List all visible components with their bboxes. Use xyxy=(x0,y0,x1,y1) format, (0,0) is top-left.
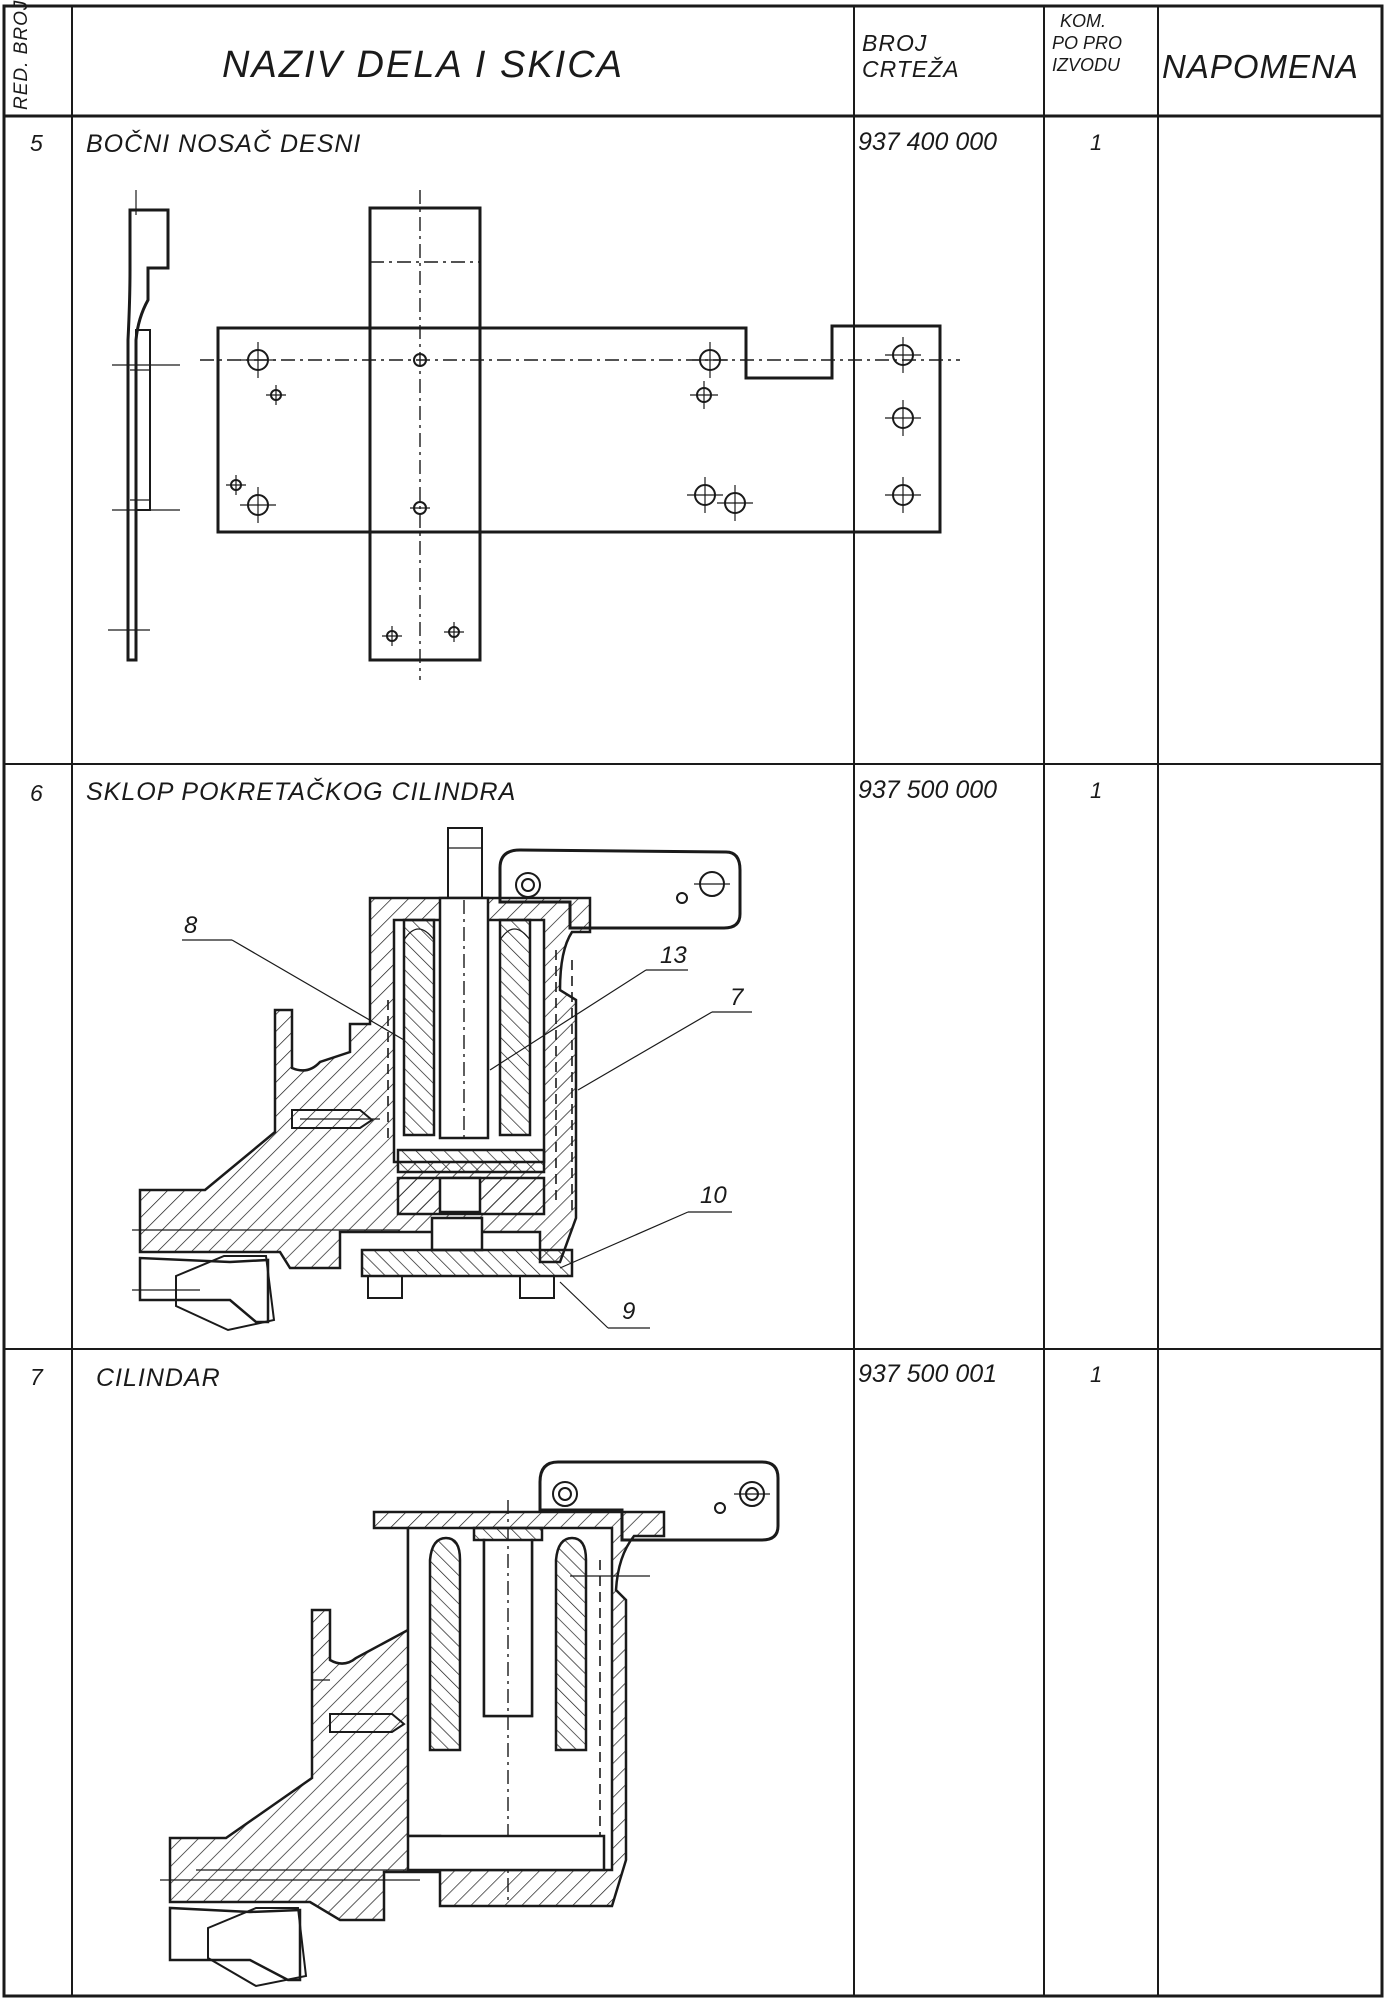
row-5-name: BOČNI NOSAČ DESNI xyxy=(86,130,362,158)
callout-10: 10 xyxy=(700,1182,727,1209)
header-broj-line1: BROJ xyxy=(862,30,928,56)
row-6-quantity: 1 xyxy=(1090,778,1103,803)
row-6-drawing-number: 937 500 000 xyxy=(858,776,998,804)
row-6-number: 6 xyxy=(30,780,43,806)
row-6-name: SKLOP POKRETAČKOG CILINDRA xyxy=(86,778,517,806)
callout-7: 7 xyxy=(730,984,744,1011)
header-kom-line2: PO PRO xyxy=(1052,33,1123,53)
header-broj-crteza: BROJ CRTEŽA xyxy=(862,30,960,82)
callout-13: 13 xyxy=(660,942,687,969)
header-red-broj: RED. BROJ xyxy=(11,0,32,110)
callout-8: 8 xyxy=(184,912,198,939)
table-grid xyxy=(2,4,1384,1998)
header-broj-line2: CRTEŽA xyxy=(862,56,960,82)
header-naziv-dela: NAZIV DELA I SKICA xyxy=(222,44,625,86)
row-7-drawing-number: 937 500 001 xyxy=(858,1360,998,1388)
row-5-number: 5 xyxy=(30,130,43,156)
header-napomena: NAPOMENA xyxy=(1162,48,1359,85)
row-5-quantity: 1 xyxy=(1090,130,1103,155)
sketch-cilindar xyxy=(160,1460,780,1988)
header-kom-line1: KOM. xyxy=(1060,11,1107,31)
row-5-drawing-number: 937 400 000 xyxy=(858,128,998,156)
header-kom-line3: IZVODU xyxy=(1052,55,1121,75)
row-7-number: 7 xyxy=(30,1364,43,1390)
callout-9: 9 xyxy=(622,1298,636,1325)
sketch-bocni-nosac xyxy=(108,190,960,680)
row-7-name: CILINDAR xyxy=(96,1364,221,1392)
header-kom-po-proizvodu: KOM. PO PRO IZVODU xyxy=(1052,10,1122,76)
row-7-quantity: 1 xyxy=(1090,1362,1103,1387)
sketch-sklop-cilindra xyxy=(132,827,752,1332)
